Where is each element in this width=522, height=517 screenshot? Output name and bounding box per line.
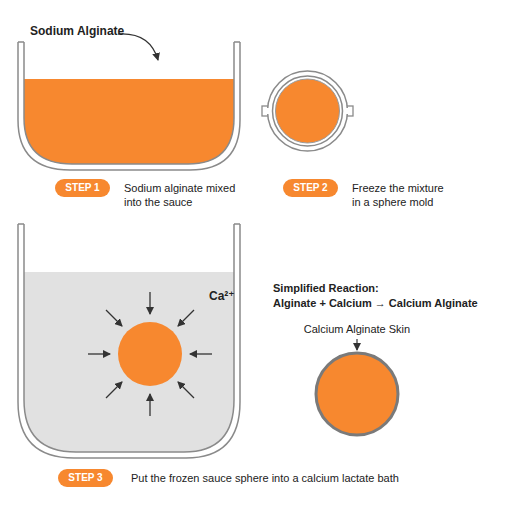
skinned-sphere xyxy=(316,353,398,435)
sphere-mold xyxy=(262,71,353,151)
leader-line xyxy=(356,339,357,350)
step-description: Put the frozen sauce sphere into a calci… xyxy=(131,471,399,485)
step-number: STEP 3 xyxy=(58,469,113,487)
step-badge: STEP 3 xyxy=(58,469,113,487)
bowl xyxy=(18,42,240,170)
callout-label: Calcium Alginate Skin xyxy=(304,322,410,336)
inward-arrows xyxy=(88,292,212,416)
reaction-heading: Simplified Reaction: xyxy=(273,281,379,295)
step-badge: STEP 2 xyxy=(283,179,338,197)
step-description: Sodium alginate mixed into the sauce xyxy=(124,181,249,209)
step-badge: STEP 1 xyxy=(55,179,110,197)
step-number: STEP 1 xyxy=(55,179,110,197)
calcium-bath xyxy=(18,224,240,458)
ion-label: Ca²⁺ xyxy=(209,289,235,303)
step-number: STEP 2 xyxy=(283,179,338,197)
ingredient-label: Sodium Alginate xyxy=(30,24,124,38)
reaction-equation: Alginate + Calcium → Calcium Alginate xyxy=(273,296,478,310)
step-description: Freeze the mixture in a sphere mold xyxy=(352,181,454,209)
